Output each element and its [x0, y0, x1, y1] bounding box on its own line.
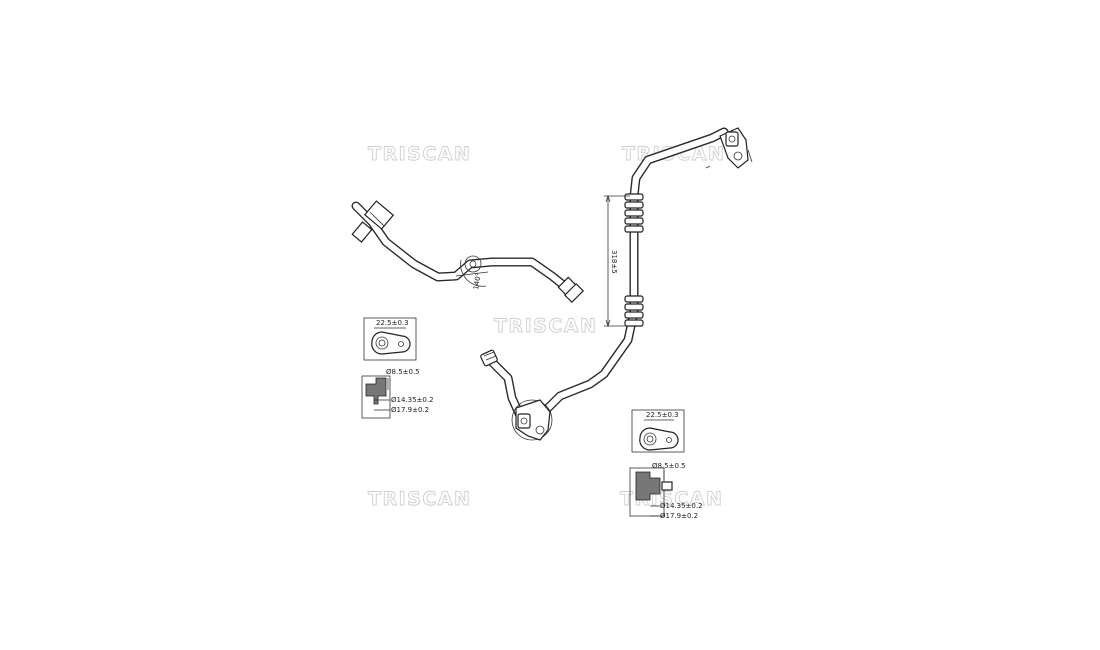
detail-2-flange-width: 22.5±0.3	[646, 411, 679, 419]
detail-2-inner-dia: Ø14.35±0.2	[660, 502, 703, 510]
side-left-fitting	[351, 200, 395, 243]
detail-1-flange-width: 22.5±0.3	[376, 319, 409, 327]
side-right-fitting	[557, 276, 585, 304]
detail-1-outer-dia: Ø17.9±0.2	[391, 406, 429, 414]
detail-2-bore: Ø8.5±0.5	[652, 462, 686, 470]
watermark-top-left: TRISCAN	[368, 143, 471, 165]
length-label: 318±5	[610, 250, 618, 274]
top-flange-fitting	[705, 127, 753, 169]
lower-sleeve	[624, 295, 644, 327]
detail-1-inner-dia: Ø14.35±0.2	[391, 396, 434, 404]
detail-1: 22.5±0.3 Ø8.5±0.5 Ø14.35±0.2 Ø17.9±0.2	[361, 317, 434, 419]
watermark-bottom-left: TRISCAN	[368, 488, 471, 510]
watermark-center: TRISCAN	[494, 315, 597, 337]
upper-sleeve	[624, 193, 644, 233]
watermarks: TRISCAN TRISCAN TRISCAN TRISCAN TRISCAN	[368, 143, 725, 511]
length-dimension: 318±5	[604, 194, 630, 328]
small-pipe-end	[480, 349, 498, 367]
main-pipe: 318±5	[480, 127, 753, 441]
lower-flange-fitting	[511, 399, 553, 441]
bend-angle-label: 140°	[472, 272, 483, 290]
detail-2: 22.5±0.3 Ø8.5±0.5 Ø14.35±0.2 Ø17.9±0.2	[629, 409, 703, 520]
detail-2-outer-dia: Ø17.9±0.2	[660, 512, 698, 520]
side-view-pipe: 140°	[351, 200, 585, 304]
detail-1-bore: Ø8.5±0.5	[386, 368, 420, 376]
